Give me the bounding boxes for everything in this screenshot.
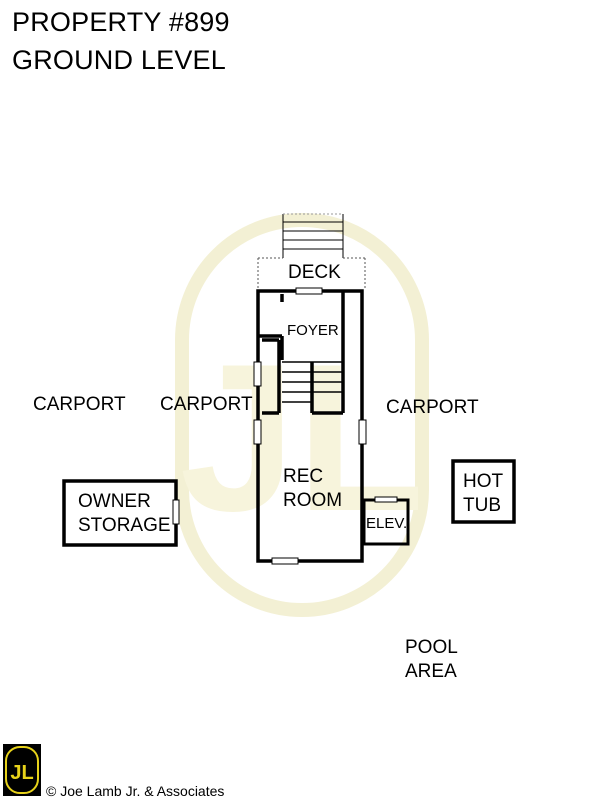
- watermark-logo: JL: [175, 213, 429, 617]
- hot-tub-label-line1: HOT: [463, 471, 504, 492]
- owner-storage-label-line2: STORAGE: [78, 515, 171, 536]
- svg-text:JL: JL: [179, 320, 424, 555]
- wall-openings: [253, 287, 367, 565]
- owner-storage-walls: [62, 479, 180, 547]
- foyer-label: FOYER: [287, 322, 339, 339]
- elevator-walls: [362, 496, 410, 546]
- rec-room-label-line2: ROOM: [283, 490, 343, 511]
- rec-room-label-line1: REC: [283, 466, 324, 487]
- deck-stairs: [282, 213, 344, 258]
- copyright-text: © Joe Lamb Jr. & Associates: [46, 783, 225, 799]
- company-logo: JL: [3, 744, 41, 796]
- pool-area-label-line1: POOL: [405, 637, 458, 658]
- carport-left-label: CARPORT: [33, 394, 126, 415]
- deck-label: DECK: [288, 262, 341, 283]
- interior-stairs: [282, 361, 343, 413]
- carport-center-label: CARPORT: [160, 394, 253, 415]
- level-title: GROUND LEVEL: [12, 45, 226, 75]
- property-title: PROPERTY #899: [12, 7, 230, 37]
- hot-tub-label-line2: TUB: [463, 495, 501, 516]
- carport-right-label: CARPORT: [386, 397, 479, 418]
- hot-tub-walls: [451, 459, 516, 524]
- deck-outline: [257, 257, 366, 290]
- logo-text: JL: [10, 762, 33, 784]
- pool-area-label-line2: AREA: [405, 661, 457, 682]
- owner-storage-label-line1: OWNER: [78, 491, 151, 512]
- elevator-label: ELEV.: [366, 515, 408, 532]
